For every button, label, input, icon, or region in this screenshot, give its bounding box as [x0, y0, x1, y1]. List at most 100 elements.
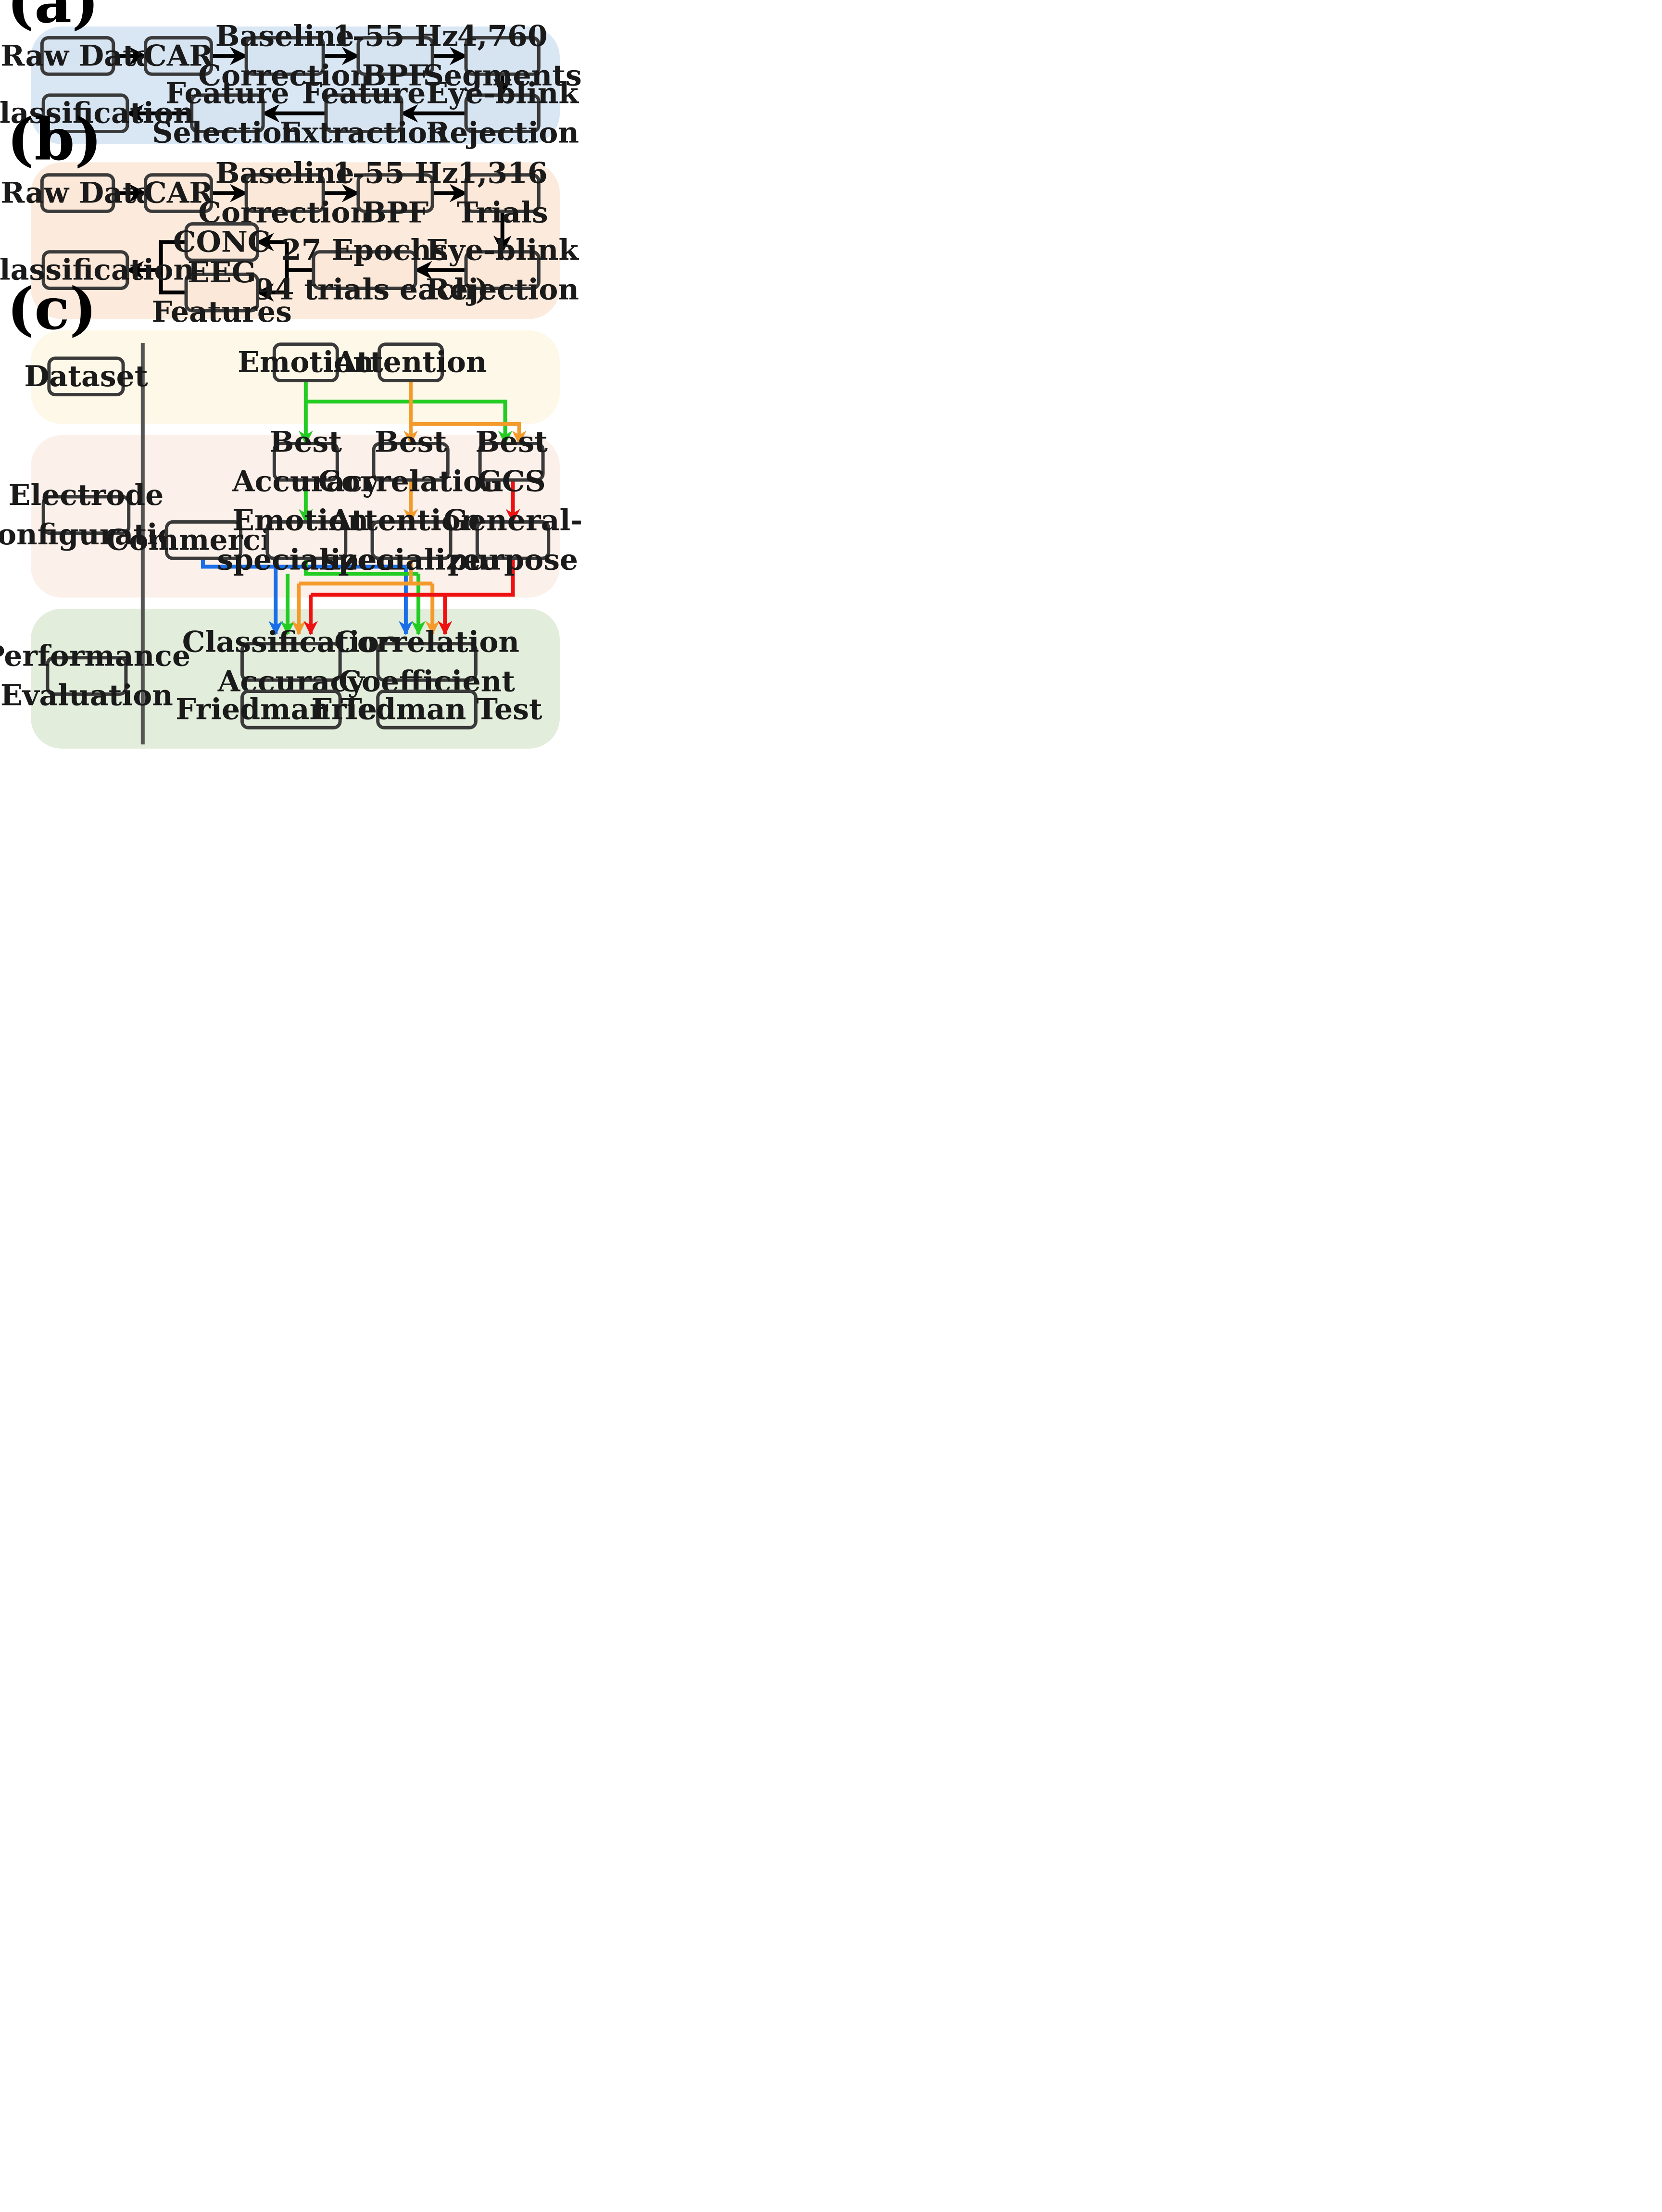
c-correlation-coefficient-box-label-1: Correlation: [334, 625, 519, 659]
panel-a-label: (a): [7, 0, 99, 37]
b-epochs-box-frame: [312, 250, 417, 290]
a-eyeblink-box-label-2: Rejection: [426, 116, 579, 150]
a-baseline-box-label-2: Correction: [198, 59, 371, 92]
b-baseline-box-label-1: Baseline: [215, 157, 354, 190]
a-segments-box-label-2: Segments: [423, 59, 582, 92]
a-baseline-box-frame: [244, 36, 325, 76]
c-electrode-header-frame: [41, 495, 131, 535]
b-trials-box-frame: [464, 173, 541, 213]
c-performance-header-label-1: Performance: [0, 640, 190, 673]
a-classification-box: Classification: [0, 93, 194, 134]
a-raw-data-box: Raw Data: [0, 36, 155, 76]
c-attention-specialized-box-frame: [370, 520, 453, 560]
c-best-accuracy-box-frame: [272, 441, 339, 482]
c-attention-specialized-box: Attention-specialized: [322, 503, 501, 577]
a-eyeblink-box-frame: [464, 93, 541, 134]
c-performance-header-frame: [46, 656, 128, 696]
b-line-conc-merge: [159, 240, 187, 295]
c-classification-accuracy-box-frame: [240, 642, 342, 682]
b-eyeblink-box-label-1: Eye-blink: [426, 234, 579, 267]
c-emotion-specialized-box: Emotion-specialized: [217, 503, 396, 577]
c-best-correlation-box-frame: [372, 441, 450, 482]
a-feature-extraction-box-frame: [324, 93, 403, 134]
c-attention-specialized-box-label-2: specialized: [322, 543, 501, 577]
b-conc-box: CONC: [173, 222, 271, 262]
c-dataset-header: Dataset: [24, 356, 148, 397]
a-car-box: CAR: [144, 36, 214, 76]
c-correlation-coefficient-box-frame: [376, 642, 478, 682]
b-bpf-box-label-2: BPF: [362, 196, 428, 230]
b-raw-data-box: Raw Data: [0, 173, 155, 213]
a-raw-data-box-frame: [40, 36, 115, 76]
c-friedman-left-box: Friedman Test: [176, 690, 407, 729]
b-eyeblink-box-label-2: Rejection: [426, 273, 579, 307]
c-dataset-header-frame: [47, 356, 125, 397]
a-classification-box-frame: [41, 93, 129, 134]
c-general-purpose-box-label-2: purpose: [448, 543, 578, 577]
c-arrow-emotion-best-gcs: [305, 400, 513, 445]
b-eeg-features-box-frame: [184, 272, 259, 313]
a-feature-extraction-box-label-2: Extraction: [279, 116, 448, 150]
c-friedman-right-box-label: Friedman Test: [311, 692, 542, 726]
c-emotion-specialized-box-label-1: Emotion-: [232, 503, 380, 537]
b-eyeblink-box-frame: [464, 250, 541, 290]
c-line-emotion-spec-bus: [303, 558, 419, 576]
a-car-box-label: CAR: [144, 39, 214, 73]
c-line-commercial-bus: [201, 558, 406, 569]
c-best-correlation-box-label-2: Correlation: [318, 465, 504, 498]
b-eeg-features-box-label-2: Features: [152, 295, 292, 329]
b-classification-box-frame: [41, 250, 129, 290]
c-best-gcs-box-label-1: Best: [475, 425, 548, 459]
c-friedman-left-box-label: Friedman Test: [176, 692, 407, 726]
b-conc-box-label: CONC: [173, 225, 271, 259]
a-car-box-frame: [144, 36, 213, 76]
b-bpf-box-label-1: 1-55 Hz: [332, 157, 458, 190]
c-best-correlation-box-label-1: Best: [375, 425, 447, 459]
panel-c-label: (c): [7, 275, 97, 343]
panel-b-label: (b): [7, 106, 102, 174]
b-raw-data-box-label: Raw Data: [0, 176, 154, 210]
a-bpf-box-frame: [356, 36, 434, 76]
c-best-accuracy-box-label-1: Best: [270, 425, 342, 459]
c-emotion-specialized-box-label-2: specialized: [217, 543, 396, 577]
c-friedman-left-box-frame: [240, 690, 342, 729]
c-line-general-purpose-bus: [311, 558, 515, 597]
b-car-box-frame: [144, 173, 213, 213]
b-classification-box: Classification: [0, 250, 194, 290]
a-feature-selection-box-label-2: Selection: [152, 116, 302, 150]
a-segments-box-frame: [464, 36, 541, 76]
c-emotion-box-label: Emotion: [238, 346, 374, 379]
c-emotion-box-frame: [272, 342, 339, 383]
a-feature-selection-box-frame: [190, 93, 265, 134]
c-attention-box: Attention: [334, 342, 487, 383]
c-attention-box-label: Attention: [334, 346, 487, 379]
c-best-gcs-box-label-2: GCS: [477, 465, 545, 498]
c-friedman-right-box: Friedman Test: [311, 690, 542, 729]
b-epochs-box-label-1: 27 Epochs: [281, 234, 448, 267]
c-arrow-attention-best-gcs: [411, 422, 527, 445]
a-bpf-box-label-2: BPF: [362, 59, 428, 92]
c-best-accuracy-box-label-2: Accuracy: [232, 465, 380, 498]
c-general-purpose-box-frame: [475, 520, 551, 560]
c-emotion-box: Emotion: [238, 342, 374, 383]
a-classification-box-label: Classification: [0, 97, 194, 130]
b-conc-box-frame: [184, 222, 259, 262]
b-epochs-box-label-2: (94 trials each): [240, 273, 489, 307]
a-bpf-box-label-1: 1-55 Hz: [332, 19, 458, 53]
c-electrode-header-label-1: Electrode: [9, 478, 164, 512]
a-eyeblink-box-label-1: Eye-blink: [426, 77, 579, 111]
c-classification-accuracy-box-label-1: Classification: [182, 625, 400, 659]
c-general-purpose-box-label-1: General-: [443, 503, 582, 537]
